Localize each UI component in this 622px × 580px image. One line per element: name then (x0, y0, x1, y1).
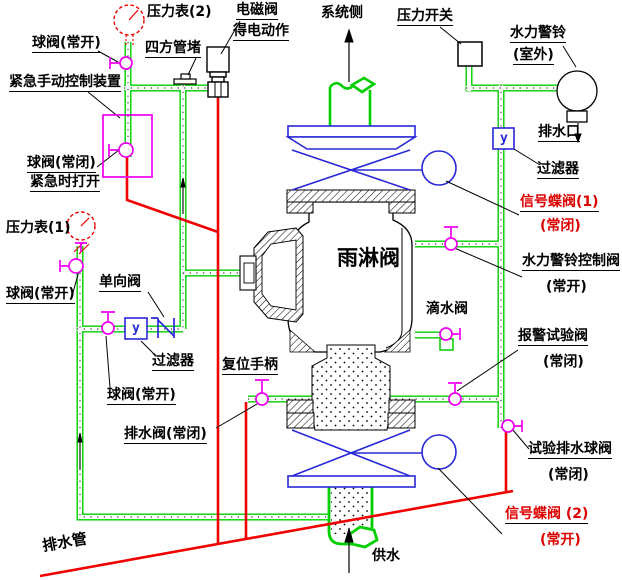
water-supply-label: 供水 (372, 548, 400, 564)
signal-butterfly-1-state: (常闭) (540, 218, 581, 234)
ball-valve-nc-label: 球阀(常闭) (27, 155, 96, 174)
ball-valve-top-icon (109, 56, 133, 70)
deluge-valve-body (239, 189, 416, 431)
filter-right-glyph: y (500, 131, 508, 146)
solenoid-valve-label: 电磁阀 (236, 2, 278, 21)
check-valve-icon (151, 317, 175, 338)
bell-control-valve-icon (444, 226, 458, 251)
solenoid-valve-icon (206, 46, 230, 98)
drain-pipe-diagonal (39, 489, 514, 578)
supply-flow-arrow (344, 527, 354, 543)
pressure-gauge-2-icon (113, 4, 145, 47)
ball-valve-top-label: 球阀(常开) (32, 35, 101, 54)
ball-valve-bottom-icon (101, 311, 115, 335)
pressure-switch-label: 压力开关 (397, 8, 453, 27)
open-in-emergency-label: 紧急时打开 (30, 174, 100, 193)
supply-riser-pipe (327, 487, 379, 549)
system-side-label: 系统侧 (321, 5, 363, 21)
filter-left-label: 过滤器 (152, 353, 194, 372)
pressure-gauge-1-icon (66, 211, 96, 255)
emergency-manual-device-label: 紧急手动控制装置 (9, 74, 121, 93)
alarm-test-valve-icon (448, 382, 462, 406)
signal-butterfly-2-label: 信号蝶阀 (2) (505, 506, 589, 525)
valve-seat-waterway (311, 344, 391, 431)
alarm-bell-label: 水力警铃 (510, 25, 566, 44)
alarm-test-valve-label: 报警试验阀 (518, 328, 588, 347)
test-drain-valve-label: 试验排水球阀 (528, 441, 612, 460)
emergency-control-box (102, 114, 153, 178)
ball-valve-bottom-label: 球阀(常开) (107, 387, 176, 406)
test-drain-valve-state: (常闭) (548, 467, 589, 483)
pressure-switch-icon (457, 41, 483, 67)
signal-indicator-1 (421, 150, 457, 186)
gauge1-valve-icon (75, 242, 87, 252)
bell-drain-arrow (574, 133, 582, 144)
butterfly-valve-bottom (287, 429, 457, 488)
bell-control-valve-label: 水力警铃控制阀 (522, 253, 620, 272)
emergency-ball-valve-icon (108, 142, 134, 158)
deluge-valve-label: 雨淋阀 (337, 246, 400, 270)
drain-lines (39, 97, 514, 578)
four-way-plug-icon (173, 73, 197, 85)
drain-valve-nc-label: 排水阀(常闭) (124, 426, 207, 445)
signal-butterfly-1-label: 信号蝶阀(1) (520, 194, 599, 213)
ball-valve-left-label: 球阀(常开) (6, 286, 75, 305)
alarm-test-valve-state: (常闭) (543, 354, 584, 370)
alarm-bell-icon (556, 70, 598, 123)
system-flow-arrow (344, 28, 354, 43)
signal-butterfly-2-state: (常开) (540, 532, 581, 548)
drain-outlet-label: 排水口 (538, 124, 580, 143)
energized-action-label: 得电动作 (233, 23, 289, 42)
test-drain-valve-icon (501, 419, 523, 433)
reset-drain-valve-icon (255, 379, 269, 406)
pressure-gauge-2-label: 压力表(2) (147, 4, 212, 20)
drip-valve-icon (439, 327, 461, 341)
ball-valve-left-icon (59, 258, 84, 274)
four-way-plug-label: 四方管堵 (145, 40, 201, 59)
bell-control-valve-state: (常开) (546, 279, 587, 295)
manual-valves (59, 56, 523, 433)
reset-handle-label: 复位手柄 (222, 357, 278, 376)
filter-icon-right (492, 127, 515, 150)
filter-left-glyph: y (132, 321, 140, 336)
filter-icon-left (124, 317, 148, 340)
butterfly-valve-top (285, 125, 457, 191)
filter-right-label: 过滤器 (537, 161, 579, 180)
pressure-gauge-1-label: 压力表(1) (6, 220, 71, 236)
signal-indicator-2 (421, 434, 457, 470)
drip-valve-label: 滴水阀 (426, 301, 468, 317)
check-valve-label: 单向阀 (99, 274, 141, 293)
flow-arrows (77, 28, 582, 573)
system-riser-pipe (328, 76, 377, 127)
outdoor-label: (室外) (513, 47, 554, 66)
